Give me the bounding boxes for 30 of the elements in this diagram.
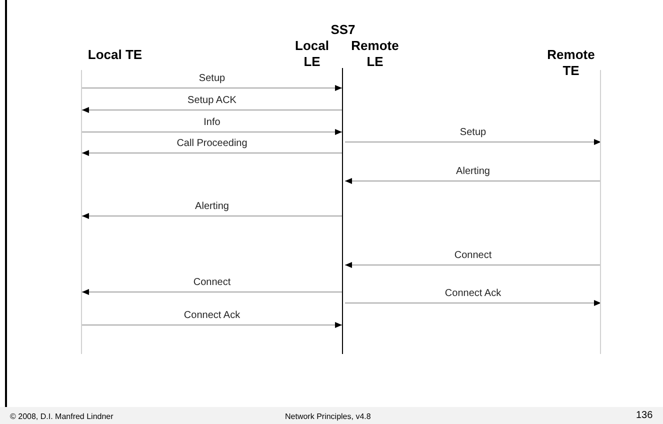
message-label: Connect Ack: [444, 288, 502, 300]
message-label: Connect Ack: [184, 310, 240, 322]
message-arrow: [344, 139, 602, 145]
message-arrow: [344, 262, 602, 268]
message-arrow: [82, 129, 342, 135]
message-label: Connect: [454, 250, 492, 262]
message-arrow: [344, 300, 602, 306]
message-arrow: [344, 178, 602, 184]
participant-label: Local TE: [86, 47, 144, 63]
message-label: Connect: [193, 277, 231, 289]
message-label: Setup: [198, 73, 226, 85]
message-label: Alerting: [456, 166, 490, 178]
page-number: 136: [636, 411, 653, 421]
message-label: Setup: [460, 127, 486, 139]
boundary-label: SS7: [330, 22, 356, 38]
message-arrow: [82, 213, 342, 219]
copyright-note: © 2008, D.I. Manfred Lindner: [10, 412, 114, 422]
message-label: Setup ACK: [188, 95, 236, 107]
participant-label: Remote TE: [546, 47, 596, 79]
message-arrow: [82, 322, 342, 328]
message-label: Alerting: [195, 201, 229, 213]
message-label: Call Proceeding: [176, 138, 248, 150]
message-arrow: [82, 107, 342, 113]
footer-title: Network Principles, v4.8: [285, 412, 371, 422]
message-arrow: [82, 150, 342, 156]
message-label: Info: [204, 117, 220, 129]
participant-label: Local LE: [294, 38, 330, 70]
message-arrow: [82, 85, 342, 91]
message-arrow: [82, 289, 342, 295]
participant-label: Remote LE: [350, 38, 400, 70]
